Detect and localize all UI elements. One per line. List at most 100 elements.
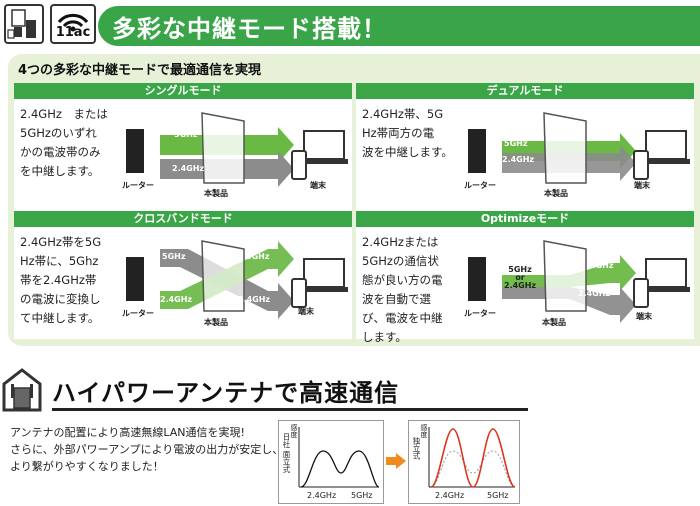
antenna-text-line: アンテナの配置により高速無線LAN通信を実現! — [10, 426, 245, 439]
cross-label-5ghz-left: 5GHz — [162, 252, 186, 261]
optimize-label-24ghz: 2.4GHz — [578, 289, 611, 298]
optimize-label-5ghz: 5GHz — [590, 261, 614, 270]
product-icon — [543, 240, 587, 312]
desc-line: します。 — [362, 330, 407, 344]
antenna-house-icon — [2, 368, 42, 412]
optimize-label-product: 本製品 — [542, 318, 566, 327]
chart-left-tick-5: 5GHz — [351, 491, 373, 500]
single-label-24ghz: 2.4GHz — [172, 164, 205, 173]
dual-label-product: 本製品 — [544, 189, 568, 198]
desc-line: 2.4GHzまたは — [362, 235, 439, 249]
dual-mode-desc: 2.4GHz帯、5G Hz帯両方の電 波を中継します。 — [362, 105, 462, 162]
single-label-product: 本製品 — [204, 189, 228, 198]
router-product-icon — [4, 4, 44, 44]
optimize-label-or: 5GHz or 2.4GHz — [504, 266, 536, 290]
chart-left-ylabel-top: 感度 — [290, 424, 298, 438]
product-icon — [201, 112, 245, 184]
desc-line: て中継します。 — [20, 311, 100, 325]
or-line: or — [515, 273, 525, 282]
dual-label-router: ルーター — [464, 181, 496, 190]
chart-independent: 感度 独立式 2.4GHz 5GHz — [408, 420, 520, 504]
desc-line: 2.4GHz帯、5G — [362, 107, 444, 121]
sensitivity-curve — [300, 450, 380, 488]
crossband-mode-card: クロスバンドモード 2.4GHz帯を5G Hz帯に、5Ghz 帯を2.4GHz帯… — [14, 211, 352, 339]
chart-left-tick-24: 2.4GHz — [307, 491, 337, 500]
arrow-5ghz — [502, 255, 636, 291]
phone-icon — [291, 150, 307, 180]
desc-line: かの電波帯のみ — [20, 145, 101, 159]
antenna-description: アンテナの配置により高速無線LAN通信を実現! さらに、外部パワーアンプにより電… — [10, 424, 283, 475]
cross-label-router: ルーター — [122, 309, 154, 318]
router-icon — [126, 257, 144, 301]
optimize-mode-desc: 2.4GHzまたは 5GHzの通信状 態が良い方の電 波を自動で選 び、電波を中… — [362, 233, 462, 347]
phone-icon — [633, 278, 649, 308]
laptop-icon — [645, 258, 687, 288]
desc-line: の電波に変換し — [20, 292, 101, 306]
router-icon — [126, 129, 144, 173]
router-icon — [468, 129, 486, 173]
single-mode-title: シングルモード — [14, 83, 352, 99]
badge-11ac-label: 11ac — [55, 25, 91, 40]
arrow-24ghz — [502, 287, 636, 323]
cross-label-24ghz-right: 2.4GHz — [238, 295, 271, 304]
laptop-icon — [645, 130, 687, 160]
optimize-label-router: ルーター — [464, 309, 496, 318]
single-mode-card: シングルモード 2.4GHz または 5GHzのいずれ かの電波帯のみ を中継し… — [14, 83, 352, 211]
crossband-mode-title: クロスバンドモード — [14, 211, 352, 227]
chart-right-ylabel-side: 独立式 — [412, 437, 421, 460]
phone-icon — [291, 278, 307, 308]
dual-mode-diagram — [468, 112, 690, 184]
desc-line: 波を中継します。 — [362, 145, 453, 159]
antenna-text-line: より繋がりやすくなりました！ — [10, 460, 164, 473]
chart-right-tick-5: 5GHz — [487, 491, 509, 500]
cross-label-24ghz-left: 2.4GHz — [160, 295, 193, 304]
dual-mode-card: デュアルモード 2.4GHz帯、5G Hz帯両方の電 波を中継します。 5GHz… — [356, 83, 694, 211]
product-icon — [201, 240, 245, 312]
laptop-icon — [303, 258, 345, 288]
single-label-5ghz: 5GHz — [174, 130, 198, 139]
dual-mode-title: デュアルモード — [356, 83, 694, 99]
optimize-label-terminal: 端末 — [636, 312, 652, 321]
antenna-title: ハイパワーアンテナで高速通信 — [52, 379, 400, 407]
desc-line: Hz帯に、5Ghz — [20, 254, 99, 268]
or-line: 2.4GHz — [504, 281, 537, 290]
compare-arrow-icon — [386, 453, 406, 469]
dual-label-5ghz: 5GHz — [504, 139, 528, 148]
optimize-mode-card: Optimizeモード 2.4GHzまたは 5GHzの通信状 態が良い方の電 波… — [356, 211, 694, 344]
or-line: 5GHz — [508, 265, 532, 274]
desc-line: 2.4GHz または — [20, 107, 108, 121]
single-label-router: ルーター — [122, 181, 154, 190]
desc-line: 態が良い方の電 — [362, 273, 443, 287]
desc-line: 5GHzの通信状 — [362, 254, 439, 268]
chart-right-tick-24: 2.4GHz — [435, 491, 465, 500]
desc-line: 帯を2.4GHz帯 — [20, 273, 97, 287]
cross-label-product: 本製品 — [204, 318, 228, 327]
crossband-mode-desc: 2.4GHz帯を5G Hz帯に、5Ghz 帯を2.4GHz帯 の電波に変換し て… — [20, 233, 120, 328]
dual-label-24ghz: 2.4GHz — [502, 155, 535, 164]
desc-line: 5GHzのいずれ — [20, 126, 97, 140]
optimize-mode-title: Optimizeモード — [356, 211, 694, 227]
cross-label-terminal: 端末 — [298, 307, 314, 316]
chart-integrated: 感度 日社 面立式 2.4GHz 5GHz — [278, 420, 384, 504]
desc-line: を中継します。 — [20, 164, 100, 178]
chart-right-ylabel-top: 感度 — [420, 424, 428, 438]
desc-line: 波を自動で選 — [362, 292, 431, 306]
laptop-icon — [303, 130, 345, 160]
chart-left-ylabel-side: 日社 面立式 — [282, 433, 291, 473]
product-icon — [543, 112, 587, 184]
optimize-mode-diagram — [468, 240, 690, 323]
dual-label-terminal: 端末 — [634, 181, 650, 190]
single-label-terminal: 端末 — [310, 181, 326, 190]
antenna-title-underline — [52, 408, 528, 411]
router-icon — [468, 257, 486, 301]
wifi-11ac-icon: 11ac — [50, 4, 96, 44]
title-banner — [98, 6, 700, 46]
antenna-text-line: さらに、外部パワーアンプにより電波の出力が安定し、 — [10, 443, 284, 456]
single-mode-desc: 2.4GHz または 5GHzのいずれ かの電波帯のみ を中継します。 — [20, 105, 120, 181]
phone-icon — [633, 150, 649, 180]
desc-line: び、電波を中継 — [362, 311, 443, 325]
single-mode-diagram — [126, 112, 348, 187]
improved-curve — [430, 428, 516, 488]
desc-line: 2.4GHz帯を5G — [20, 235, 102, 249]
cross-label-5ghz-right: 5GHz — [246, 252, 270, 261]
